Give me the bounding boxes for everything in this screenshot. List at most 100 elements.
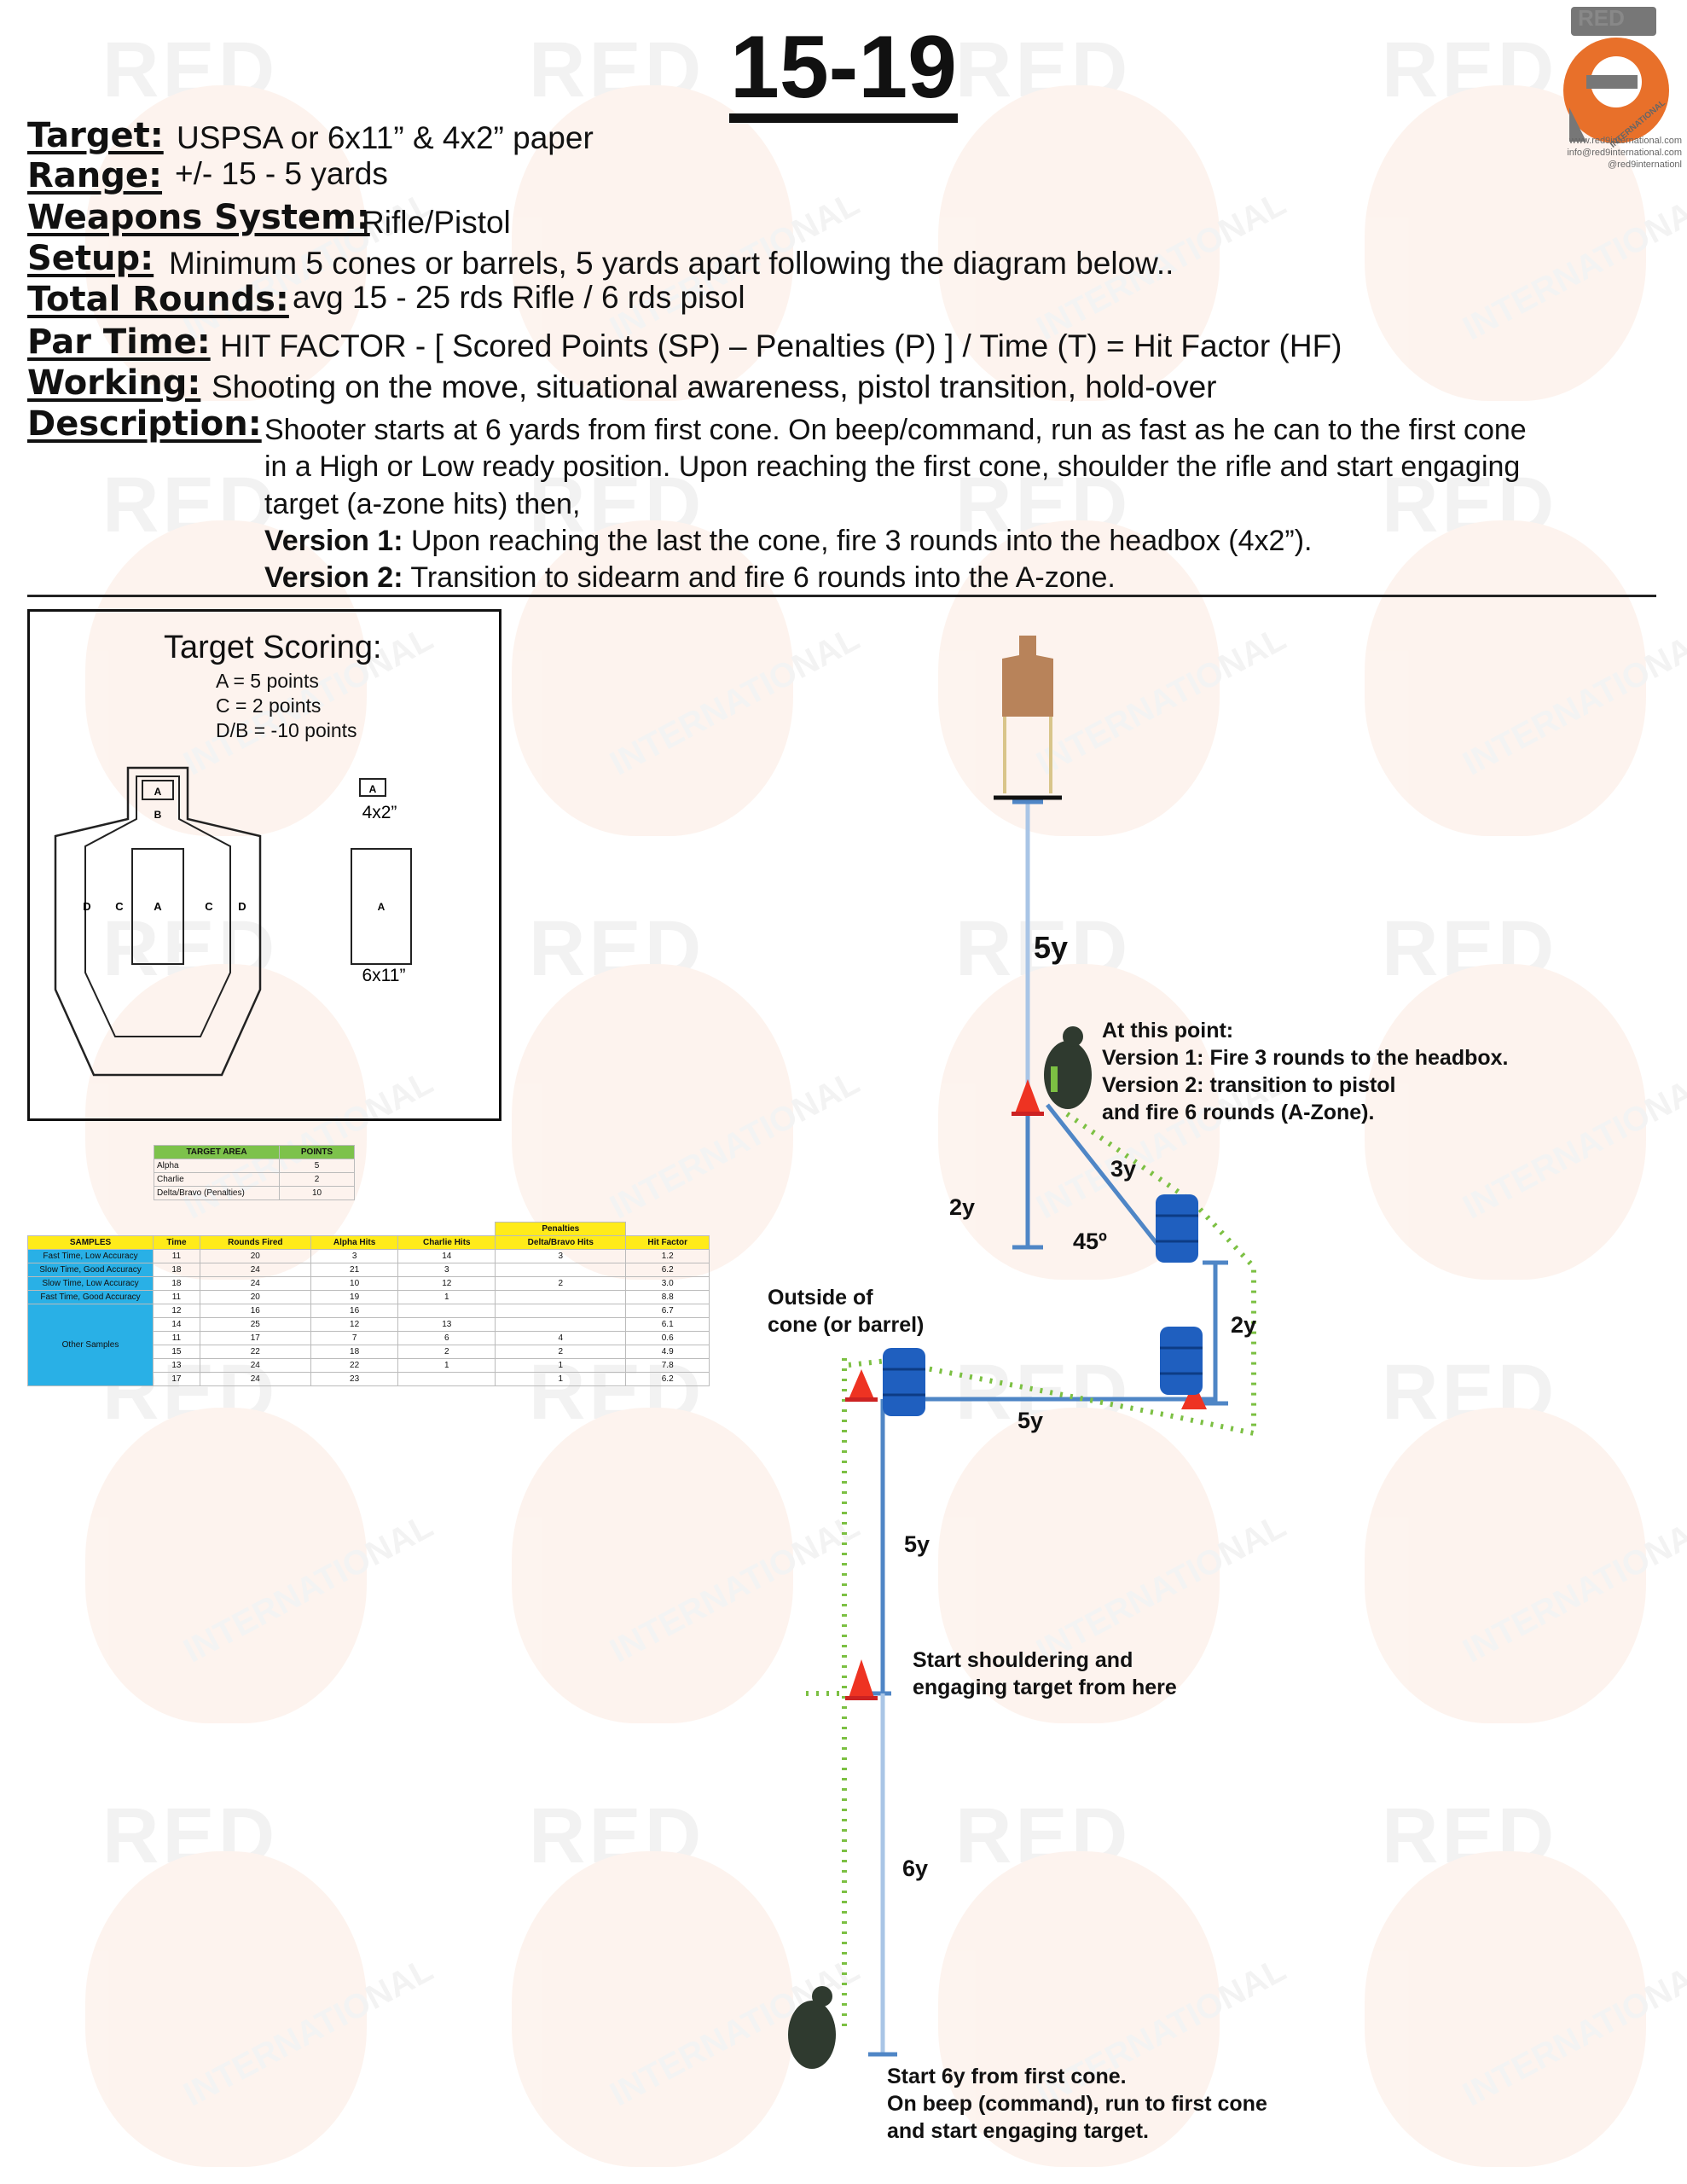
note-shoulder-line: engaging target from here [913, 1676, 1177, 1699]
uspsa-c-zone [84, 775, 231, 1037]
watermark-nine-icon [938, 1851, 1220, 2167]
shooter-icon [788, 1986, 836, 2069]
note-final-line: Version 2: transition to pistol [1102, 1073, 1396, 1097]
description-version-1: Version 1: Upon reaching the last the co… [264, 525, 1313, 558]
watermark-nine-icon [512, 1408, 793, 1723]
distance-2y-left: 2y [949, 1194, 976, 1220]
value-range: +/- 15 - 5 yards [175, 156, 388, 191]
zone-a-body: A [154, 900, 162, 913]
watermark-nine-icon [85, 1408, 367, 1723]
note-final-line: and fire 6 rounds (A-Zone). [1102, 1101, 1375, 1124]
table-row: Fast Time, Low Accuracy 11 20 3 14 3 1.2 [27, 1249, 710, 1263]
table-row: 11 17 7 6 4 0.6 [28, 1331, 710, 1345]
paper-target-icon [994, 636, 1062, 800]
target-diagram: A B A C C D D A 4x2” A 6x11” [54, 766, 412, 1077]
watermark-nine-icon [85, 520, 367, 836]
table-row: 14 25 12 13 6.1 [28, 1317, 710, 1332]
value-setup: Minimum 5 cones or barrels, 5 yards apar… [169, 246, 1174, 281]
watermark-text: RED [529, 26, 705, 113]
note-start-line: Start 6y from first cone. [887, 2065, 1127, 2088]
sample-label: Fast Time, Low Accuracy [27, 1249, 154, 1263]
other-samples-label: Other Samples [27, 1304, 154, 1386]
watermark-nine-icon [1365, 1851, 1646, 2167]
description-line-2: in a High or Low ready position. Upon re… [264, 450, 1521, 483]
body-zone: A [378, 901, 386, 913]
watermark-nine-icon [938, 1408, 1220, 1723]
label-par-time: Par Time: [27, 322, 211, 362]
hit-factor-cell: 6.2 [625, 1372, 710, 1386]
uspsa-body-a [131, 848, 184, 965]
watermark-text: RED [1382, 1349, 1558, 1436]
header-charlie-hits: Charlie Hits [397, 1235, 496, 1250]
cone-icon [845, 1369, 878, 1402]
version-1-label: Version 1: [264, 525, 403, 557]
barrel-icon [1156, 1194, 1198, 1263]
contact-website: www.red9international.com [1568, 136, 1682, 146]
description-line-3: target (a-zone hits) then, [264, 488, 581, 520]
watermark-nine-icon [1365, 520, 1646, 836]
section-divider [27, 595, 1656, 597]
watermark-nine-icon [512, 1851, 793, 2167]
delta-bravo-cell: 1 [495, 1372, 627, 1386]
note-outside-line: Outside of [768, 1286, 873, 1310]
watermark-text: RED [955, 26, 1132, 113]
watermark-nine-icon [1365, 1408, 1646, 1723]
watermark-text: RED [102, 26, 279, 113]
angle-45: 45º [1073, 1228, 1107, 1254]
label-target: Target: [27, 116, 164, 155]
zone-b: B [154, 809, 162, 821]
title-underline [729, 113, 958, 123]
contact-email: info@red9international.com [1567, 148, 1682, 158]
label-setup: Setup: [27, 239, 154, 278]
barrel-icon [883, 1348, 925, 1416]
headbox-4x2 [359, 778, 386, 797]
points-cell: 10 [279, 1186, 355, 1200]
cone-icon [1181, 1382, 1207, 1409]
cone-icon [1012, 1079, 1044, 1116]
distance-2y-right: 2y [1231, 1312, 1257, 1338]
body-6x11 [351, 848, 412, 965]
table-row: Fast Time, Good Accuracy 11 20 19 1 8.8 [27, 1290, 710, 1304]
watermark-text: RED [955, 905, 1132, 992]
brand-name: RED [1578, 5, 1625, 31]
watermark-nine-icon [85, 85, 367, 401]
watermark-text: RED [529, 462, 705, 549]
header-rounds-fired: Rounds Fired [199, 1235, 311, 1250]
label-range: Range: [27, 156, 163, 195]
contact-social: @red9internationl [1608, 160, 1682, 170]
note-final-line: Version 1: Fire 3 rounds to the headbox. [1102, 1046, 1509, 1070]
watermark-nine-icon [85, 964, 367, 1280]
scoring-line-c: C = 2 points [216, 694, 322, 717]
distance-3y: 3y [1110, 1156, 1137, 1182]
watermark-nine-icon [938, 520, 1220, 836]
uspsa-head-a [142, 780, 174, 800]
watermark-text: RED [529, 1792, 705, 1879]
scoring-line-db: D/B = -10 points [216, 719, 357, 741]
watermark-text: RED [102, 462, 279, 549]
distance-5y-vertical: 5y [904, 1531, 930, 1557]
samples-table: Penalties SAMPLES Time Rounds Fired Alph… [27, 1222, 710, 1386]
value-total-rounds: avg 15 - 25 rds Rifle / 6 rds pisol [293, 280, 745, 315]
note-start-line: On beep (command), run to first cone [887, 2092, 1267, 2116]
target-scoring-title: Target Scoring: [164, 630, 382, 665]
note-final-position: At this point: Version 1: Fire 3 rounds … [1102, 1017, 1508, 1126]
zone-d-left: D [83, 900, 90, 913]
distance-6y: 6y [902, 1856, 929, 1881]
header-alpha-hits: Alpha Hits [310, 1235, 399, 1250]
header-target-area: TARGET AREA [154, 1145, 280, 1159]
label-total-rounds: Total Rounds: [27, 280, 289, 319]
table-row: Slow Time, Good Accuracy 18 24 21 3 6.2 [27, 1263, 710, 1277]
